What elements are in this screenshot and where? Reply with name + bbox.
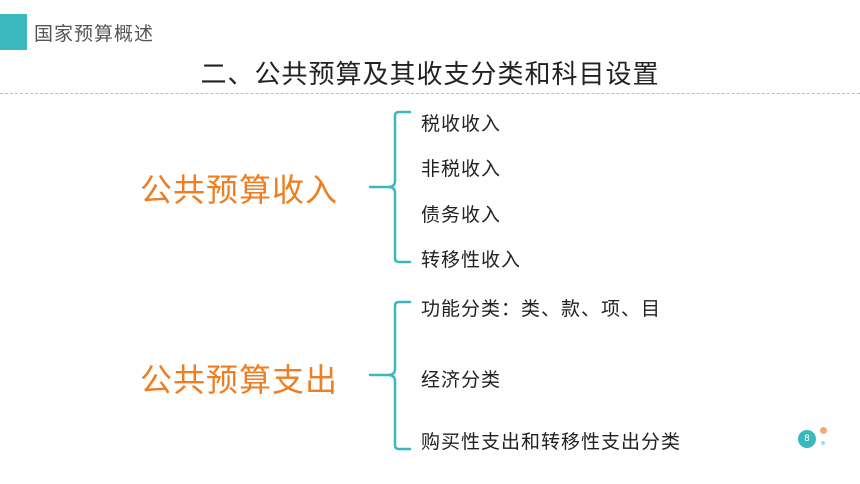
group-title-expenditure: 公共预算支出 [140,361,339,399]
decorative-dot-teal [821,441,825,445]
brace-revenue [368,110,412,264]
revenue-item-debt: 债务收入 [421,204,502,226]
decorative-dot-orange [820,427,827,434]
brace-expenditure [368,300,412,451]
expenditure-item-purchase-transfer: 购买性支出和转移性支出分类 [421,431,682,453]
title-divider [0,93,860,94]
section-label: 国家预算概述 [34,23,155,45]
header-accent-bar [0,14,27,50]
expenditure-item-economic: 经济分类 [421,369,502,391]
revenue-item-tax: 税收收入 [421,113,502,135]
revenue-item-transfer: 转移性收入 [421,249,522,271]
expenditure-item-functional: 功能分类：类、款、项、目 [421,298,662,320]
page-number-badge: 8 [798,430,816,448]
slide-title: 二、公共预算及其收支分类和科目设置 [200,60,660,90]
group-title-revenue: 公共预算收入 [140,171,339,209]
revenue-item-nontax: 非税收入 [421,158,502,180]
